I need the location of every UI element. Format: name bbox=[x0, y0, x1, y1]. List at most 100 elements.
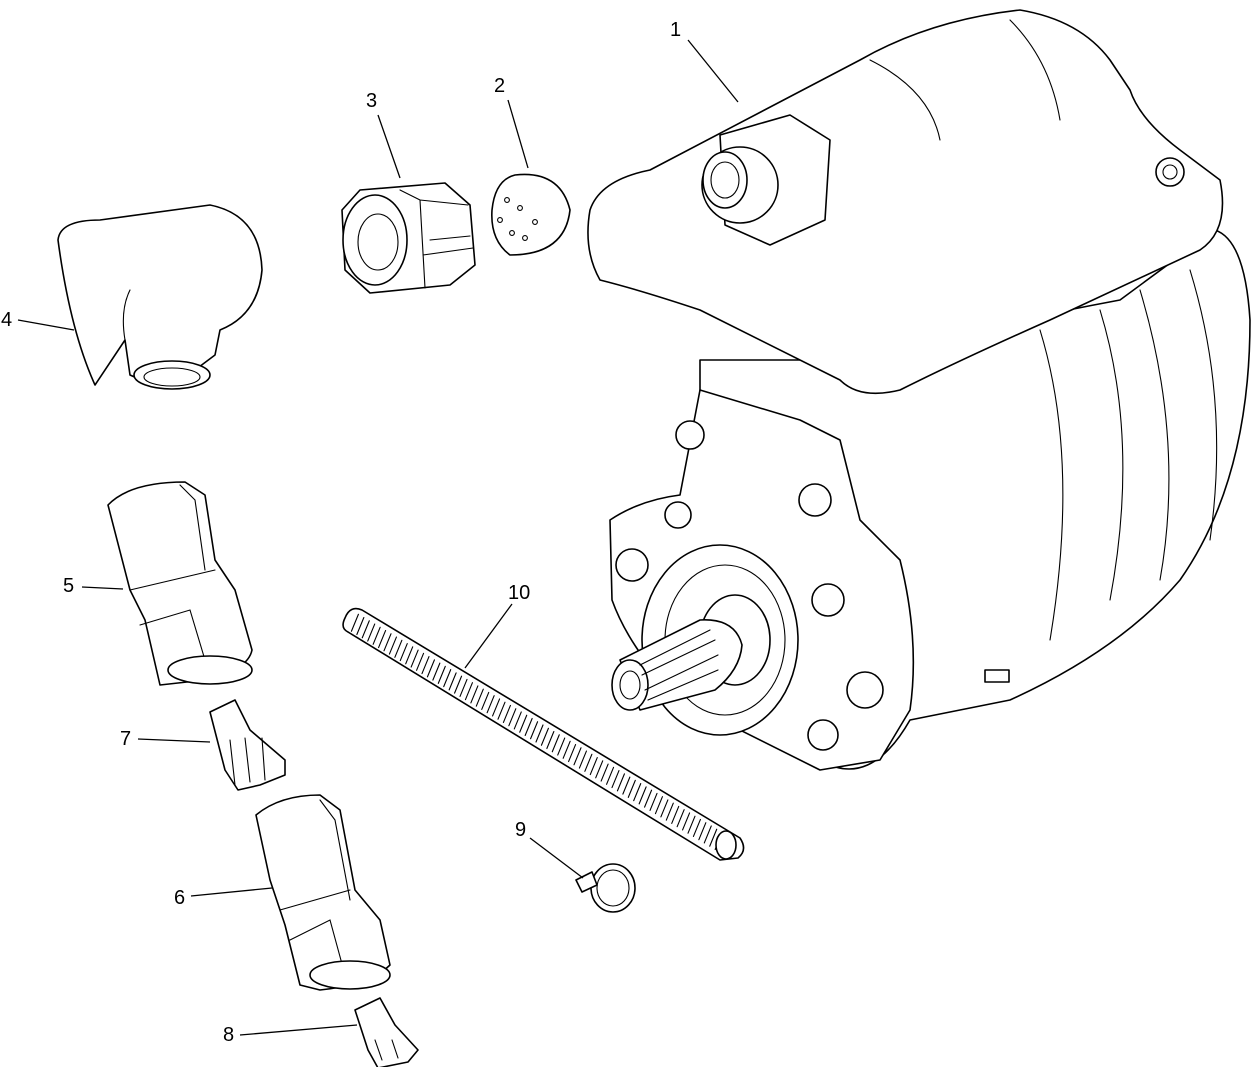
callout-10: 10 bbox=[508, 582, 531, 604]
rod-thread-mark bbox=[644, 789, 653, 808]
leader-9 bbox=[529, 837, 584, 879]
rod-thread-mark bbox=[530, 721, 539, 740]
rod-thread-mark bbox=[665, 802, 674, 821]
rod-thread-mark bbox=[437, 665, 446, 684]
rod-thread-mark bbox=[492, 698, 501, 717]
rod-thread-mark bbox=[524, 717, 533, 737]
rod-thread-mark bbox=[486, 695, 495, 714]
rod-thread-mark bbox=[660, 799, 669, 818]
rod-thread-mark bbox=[497, 701, 506, 720]
rod-thread-mark bbox=[616, 773, 625, 792]
part-9-hose-clamp bbox=[575, 863, 636, 913]
callout-8: 8 bbox=[223, 1024, 235, 1046]
part-10-threaded-rod bbox=[342, 607, 745, 861]
callout-3: 3 bbox=[366, 90, 378, 112]
leader-7 bbox=[137, 738, 211, 743]
rod-thread-mark bbox=[589, 757, 598, 776]
rod-thread-mark bbox=[475, 688, 484, 707]
rod-thread-mark bbox=[470, 685, 479, 704]
rod-thread-mark bbox=[388, 636, 397, 655]
callout-6: 6 bbox=[174, 887, 186, 909]
rod-thread-mark bbox=[578, 750, 587, 769]
rod-thread-mark bbox=[410, 649, 419, 668]
rod-thread-mark bbox=[692, 818, 701, 838]
rod-thread-mark bbox=[568, 743, 577, 763]
rod-thread-mark bbox=[557, 737, 566, 756]
rod-thread-mark bbox=[654, 796, 663, 815]
leader-lines bbox=[17, 39, 739, 1036]
rod-thread-mark bbox=[443, 669, 452, 688]
rod-thread-mark bbox=[709, 828, 718, 847]
rod-thread-mark bbox=[682, 812, 691, 831]
rod-thread-mark bbox=[421, 656, 430, 675]
rod-thread-mark bbox=[638, 786, 647, 805]
part-4-elbow-cover bbox=[57, 204, 263, 390]
rod-thread-mark bbox=[676, 809, 685, 828]
rod-thread-mark bbox=[416, 652, 425, 671]
rod-thread-mark bbox=[703, 825, 712, 844]
part-3-hex-fitting bbox=[341, 182, 476, 294]
rod-thread-mark bbox=[627, 779, 636, 798]
rod-thread-mark bbox=[399, 643, 408, 662]
rod-thread-mark bbox=[513, 711, 522, 730]
rod-thread-mark bbox=[519, 714, 528, 733]
part-5-connector-housing bbox=[107, 481, 253, 686]
rod-thread-mark bbox=[350, 613, 359, 632]
leader-8 bbox=[239, 1024, 358, 1036]
rod-thread-mark bbox=[584, 753, 593, 772]
leader-3 bbox=[377, 114, 401, 179]
callout-2: 2 bbox=[494, 75, 506, 97]
part-2-vent-dome bbox=[491, 173, 571, 256]
rod-thread-mark bbox=[405, 646, 414, 665]
leader-10 bbox=[464, 603, 513, 669]
callout-7: 7 bbox=[120, 728, 132, 750]
rod-thread-mark bbox=[698, 822, 707, 841]
rod-thread-mark bbox=[481, 691, 490, 710]
callout-4: 4 bbox=[1, 309, 13, 331]
rod-thread-mark bbox=[687, 815, 696, 834]
rod-thread-mark bbox=[633, 783, 642, 802]
rod-thread-mark bbox=[502, 704, 511, 724]
rod-thread-mark bbox=[551, 734, 560, 753]
rod-thread-mark bbox=[622, 776, 631, 795]
rod-thread-mark bbox=[361, 620, 370, 639]
rod-thread-mark bbox=[671, 805, 680, 824]
leader-1 bbox=[687, 39, 739, 103]
rod-thread-mark bbox=[372, 626, 381, 645]
rod-thread-mark bbox=[562, 740, 571, 759]
rod-thread-mark bbox=[535, 724, 544, 743]
rod-thread-mark bbox=[611, 770, 620, 789]
part-8-wedge-lock bbox=[354, 997, 419, 1069]
callout-1: 1 bbox=[670, 19, 682, 41]
rod-thread-mark bbox=[595, 760, 604, 779]
leader-2 bbox=[507, 99, 529, 169]
leader-4 bbox=[17, 319, 75, 331]
rod-thread-mark bbox=[432, 662, 441, 681]
callout-9: 9 bbox=[515, 819, 527, 841]
part-7-wedge-lock bbox=[209, 699, 286, 791]
front-screws bbox=[664, 420, 845, 751]
rod-thread-mark bbox=[606, 766, 615, 785]
rod-thread-mark bbox=[649, 792, 658, 811]
rod-thread-mark bbox=[464, 682, 473, 701]
rod-thread-mark bbox=[546, 730, 555, 750]
part-1-motor-assembly bbox=[587, 9, 1251, 771]
rod-thread-mark bbox=[448, 672, 457, 691]
rod-thread-mark bbox=[356, 616, 365, 636]
rod-thread-mark bbox=[394, 639, 403, 658]
rod-thread-mark bbox=[508, 708, 517, 727]
rod-thread-mark bbox=[600, 763, 609, 782]
rod-thread-mark bbox=[454, 675, 463, 694]
part-6-connector-housing bbox=[255, 794, 391, 991]
rod-thread-mark bbox=[573, 747, 582, 766]
rod-thread-mark bbox=[383, 633, 392, 652]
rod-thread-mark bbox=[367, 623, 376, 642]
rod-thread-mark bbox=[378, 629, 387, 649]
leader-6 bbox=[190, 887, 273, 897]
callout-5: 5 bbox=[63, 575, 75, 597]
rod-thread-mark bbox=[540, 727, 549, 746]
rod-thread-mark bbox=[426, 659, 435, 678]
leader-5 bbox=[81, 586, 124, 590]
